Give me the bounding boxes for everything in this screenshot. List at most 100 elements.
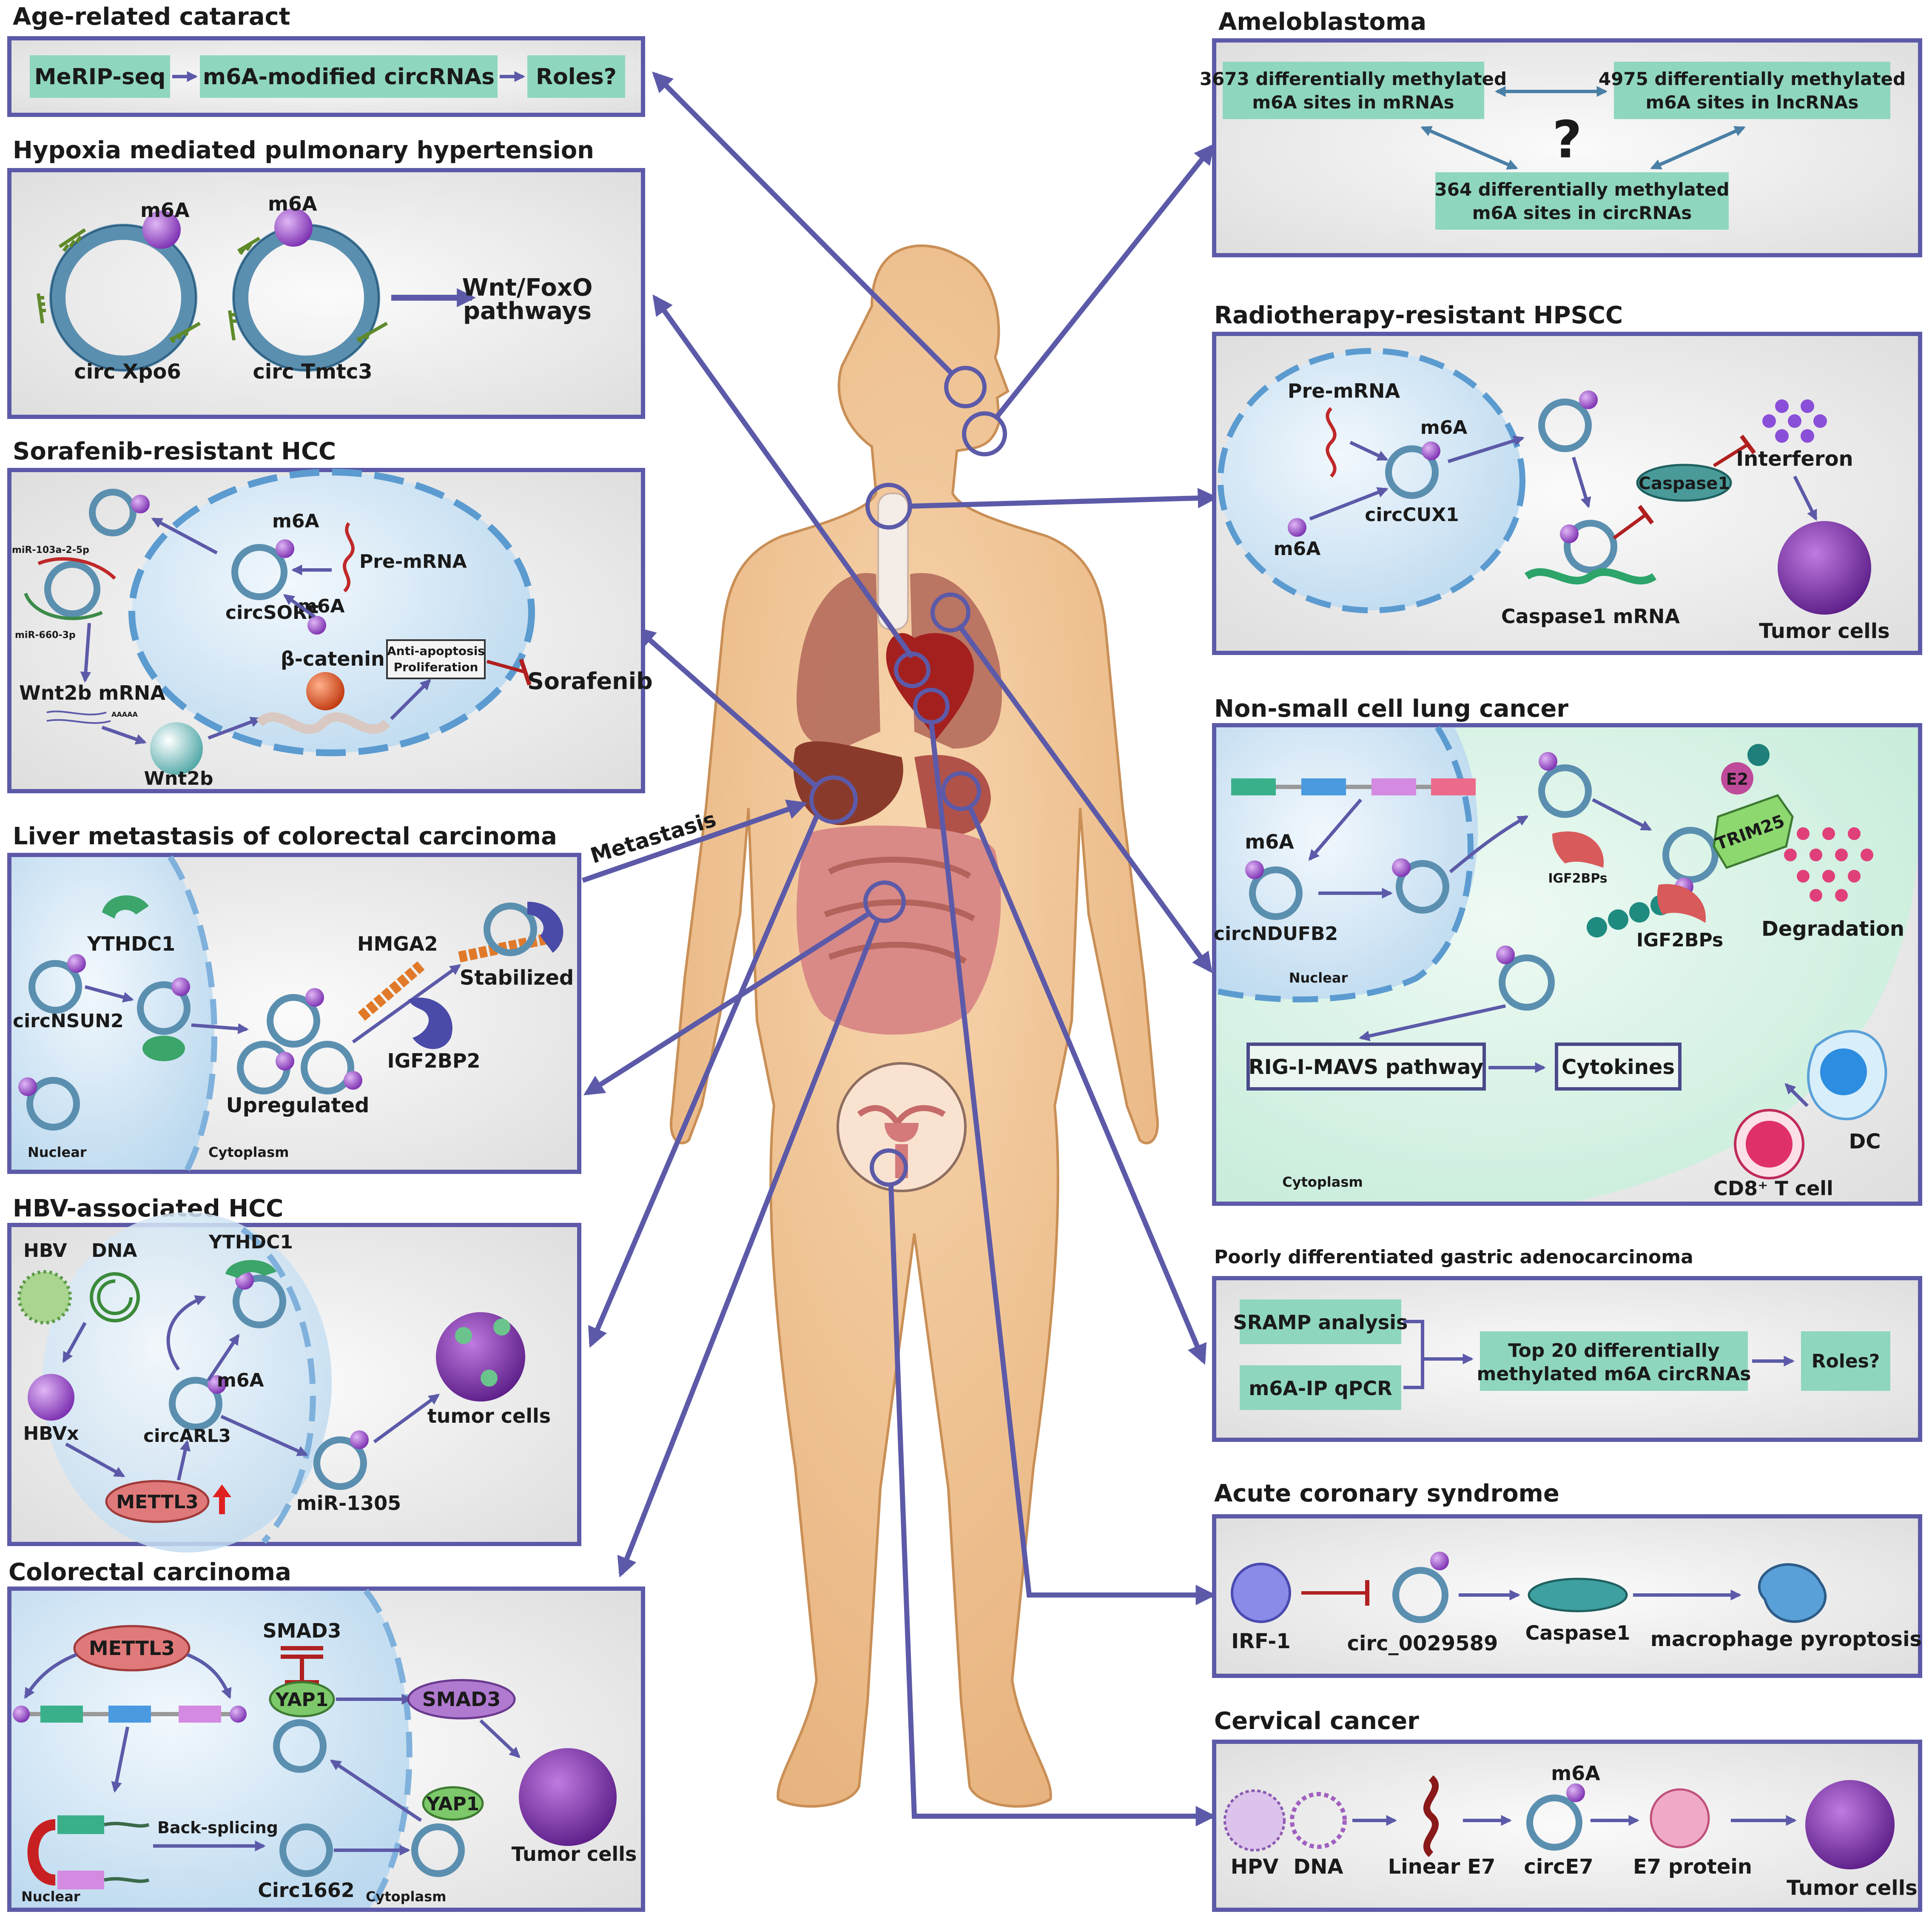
- panel-ameloblastoma: Ameloblastoma 3673 differentially methyl…: [1200, 8, 1922, 257]
- label-mettl3: METTL3: [89, 1637, 175, 1660]
- label-dc: DC: [1849, 1130, 1881, 1154]
- panel-radiotherapy-resistant-hpscc: Radiotherapy-resistant HPSCC Pre-mRNA m6…: [1212, 302, 1922, 655]
- box-cytokines: Cytokines: [1562, 1055, 1675, 1079]
- box-merip-seq: MeRIP-seq: [34, 64, 166, 90]
- label-hpv: HPV: [1231, 1855, 1279, 1879]
- label-upregulated: Upregulated: [226, 1094, 370, 1117]
- marker-liver: [809, 775, 858, 824]
- box-roles: Roles?: [536, 64, 617, 90]
- label-stabilized: Stabilized: [460, 966, 574, 990]
- marker-lung: [930, 592, 970, 632]
- box-rig-i-mavs: RIG-I-MAVS pathway: [1249, 1055, 1483, 1079]
- label-nuclear: Nuclear: [1289, 970, 1348, 986]
- label-e2: E2: [1726, 770, 1748, 789]
- label-wnt-foxo: Wnt/FoxO: [462, 274, 592, 302]
- panel-age-related-cataract: Age-related cataract MeRIP-seq m6A-modif…: [7, 3, 645, 117]
- label-irf1: IRF-1: [1231, 1629, 1290, 1653]
- label-caspase1-mrna: Caspase1 mRNA: [1501, 605, 1680, 628]
- label-igf2bps-small: IGF2BPs: [1548, 871, 1607, 886]
- box-lncrnas-line2: m6A sites in lncRNAs: [1646, 92, 1859, 113]
- box-mrnas-line2: m6A sites in mRNAs: [1252, 92, 1454, 113]
- label-ythdc1: YTHDC1: [87, 932, 175, 955]
- box-sramp-analysis: SRAMP analysis: [1233, 1311, 1408, 1334]
- label-nuclear: Nuclear: [28, 1144, 87, 1160]
- panel-title: Colorectal carcinoma: [9, 1558, 291, 1586]
- box-mrnas-line1: 3673 differentially methylated: [1200, 68, 1507, 89]
- marker-colon: [863, 880, 906, 923]
- marker-eye: [944, 366, 987, 408]
- label-degradation: Degradation: [1761, 917, 1904, 941]
- panel-hbv-associated-hcc: HBV-associated HCC HBV DNA HBVx METTL3 m…: [7, 1195, 581, 1552]
- connector-arrows: [582, 71, 1218, 1826]
- label-m6a: m6A: [1420, 417, 1468, 439]
- box-m6a-circrnas: m6A-modified circRNAs: [203, 64, 495, 90]
- label-cd8-t-cell: CD8⁺ T cell: [1713, 1177, 1833, 1200]
- label-pre-mrna: Pre-mRNA: [1288, 379, 1400, 402]
- label-hmga2: HMGA2: [357, 932, 438, 955]
- label-ythdc1: YTHDC1: [208, 1231, 293, 1253]
- label-caspase1: Caspase1: [1525, 1621, 1630, 1644]
- panel-non-small-cell-lung-cancer: Non-small cell lung cancer m6A circNDUFB…: [1212, 695, 1922, 1206]
- marker-jaw: [962, 411, 1007, 456]
- marker-stomach: [941, 771, 981, 811]
- label-e7-protein: E7 protein: [1633, 1855, 1752, 1879]
- label-tumor-cells: Tumor cells: [1787, 1876, 1918, 1900]
- label-linear-e7: Linear E7: [1388, 1855, 1496, 1879]
- label-macrophage-pyroptosis: macrophage pyroptosis: [1650, 1627, 1922, 1651]
- label-m6a: m6A: [1551, 1762, 1600, 1785]
- label-dna: DNA: [91, 1240, 137, 1262]
- label-hbvx: HBVx: [23, 1423, 79, 1444]
- label-interferon: Interferon: [1736, 447, 1853, 471]
- label-mir-103a: miR-103a-2-5p: [12, 545, 89, 555]
- label-circndufb2: circNDUFB2: [1214, 923, 1338, 945]
- label-mettl3: METTL3: [116, 1491, 199, 1513]
- panel-title: Poorly differentiated gastric adenocarci…: [1214, 1246, 1693, 1268]
- panel-title: Age-related cataract: [13, 3, 290, 31]
- label-circnsun2: circNSUN2: [13, 1010, 124, 1032]
- label-cytoplasm: Cytoplasm: [1282, 1174, 1363, 1190]
- m6a-dot: [142, 211, 181, 249]
- panel-gastric-adenocarcinoma: Poorly differentiated gastric adenocarci…: [1212, 1246, 1922, 1442]
- label-cytoplasm: Cytoplasm: [366, 1889, 446, 1905]
- label-m6a: m6A: [272, 510, 319, 532]
- human-body-figure: [670, 244, 1159, 1808]
- label-circcux1: circCUX1: [1365, 504, 1459, 526]
- label-m6a: m6A: [140, 199, 190, 222]
- label-mir-1305: miR-1305: [296, 1492, 401, 1515]
- panel-title: Radiotherapy-resistant HPSCC: [1214, 302, 1623, 329]
- label-beta-catenin: β-catenin: [281, 647, 385, 670]
- label-yap1: YAP1: [275, 1689, 329, 1711]
- marker-cervix: [870, 1148, 908, 1187]
- panel-colorectal-carcinoma: Colorectal carcinoma METTL3 Back-splicin…: [7, 1558, 645, 1912]
- label-proliferation: Proliferation: [394, 660, 478, 674]
- panel-cervical-cancer: Cervical cancer HPV DNA Linear E7 m6A ci…: [1212, 1707, 1922, 1912]
- panel-hypoxia-pulmonary-hypertension: Hypoxia mediated pulmonary hypertension …: [7, 137, 645, 419]
- marker-heart-b: [913, 688, 950, 724]
- label-mir-660: miR-660-3p: [15, 630, 76, 641]
- panel-sorafenib-resistant-hcc: Sorafenib-resistant HCC m6A circSORE Pre…: [7, 438, 653, 793]
- box-roles: Roles?: [1812, 1350, 1880, 1372]
- panel-title: HBV-associated HCC: [13, 1195, 283, 1222]
- label-circ1662: Circ1662: [258, 1879, 355, 1902]
- label-m6a: m6A: [1274, 538, 1321, 560]
- label-tumor-cells: Tumor cells: [512, 1843, 637, 1866]
- label-wnt2b: Wnt2b: [144, 768, 213, 789]
- m6a-dot: [274, 208, 313, 247]
- label-m6a: m6A: [298, 595, 345, 617]
- organ-markers: [809, 366, 1007, 1187]
- box-top20-line1: Top 20 differentially: [1508, 1340, 1719, 1362]
- label-m6a: m6A: [268, 192, 317, 215]
- box-circrnas-line2: m6A sites in circRNAs: [1472, 202, 1692, 223]
- label-poly-a: AAAAA: [111, 710, 138, 718]
- label-cytoplasm: Cytoplasm: [208, 1144, 289, 1160]
- label-hbv: HBV: [23, 1240, 67, 1262]
- label-tumor-cells: Tumor cells: [1759, 619, 1890, 643]
- label-circ-xpo6: circ Xpo6: [74, 360, 181, 384]
- label-pathways: pathways: [463, 297, 592, 325]
- label-circsore: circSORE: [225, 602, 320, 624]
- label-circarl3: circARL3: [143, 1425, 231, 1446]
- label-nuclear: Nuclear: [21, 1889, 80, 1905]
- label-caspase1: Caspase1: [1639, 474, 1730, 493]
- label-circ-tmtc3: circ Tmtc3: [253, 360, 372, 384]
